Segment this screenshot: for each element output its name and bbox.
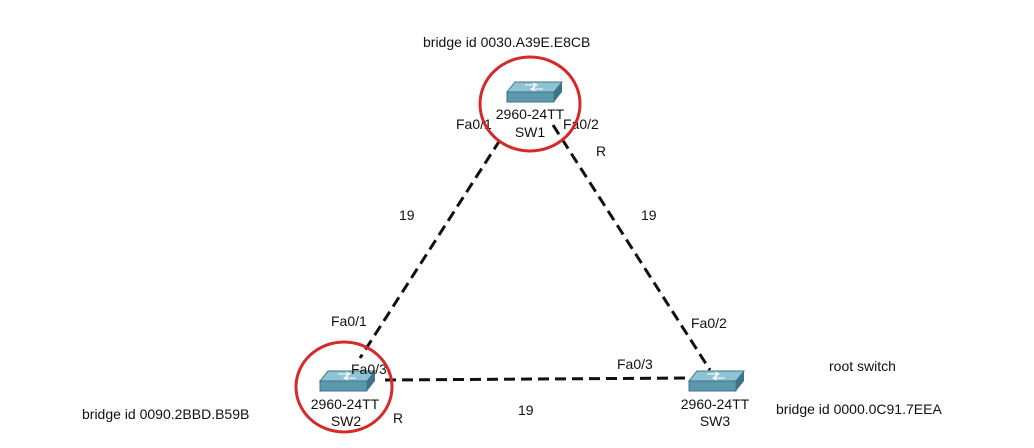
sw3-root-note: root switch <box>829 358 896 374</box>
link-sw1-sw3 <box>551 124 712 371</box>
sw3-model: 2960-24TT <box>680 396 750 412</box>
sw2-port-fa0-1: Fa0/1 <box>331 313 367 329</box>
root-port-marker: R <box>393 410 404 426</box>
sw2-port-fa0-3: Fa0/3 <box>351 361 387 377</box>
sw2-name: SW2 <box>330 413 362 429</box>
sw2-model: 2960-24TT <box>310 396 380 412</box>
sw1-port-fa0-1: Fa0/1 <box>456 116 492 132</box>
sw1-port-fa0-2: Fa0/2 <box>563 116 599 132</box>
link-sw1-sw2 <box>358 139 502 359</box>
sw2-bridge-id: bridge id 0090.2BBD.B59B <box>82 406 250 422</box>
link-cost-sw2-sw3: 19 <box>518 402 534 418</box>
sw1-model: 2960-24TT <box>486 106 574 122</box>
switch-icon[interactable] <box>687 370 746 392</box>
link-cost-sw1-sw2: 19 <box>399 207 415 223</box>
sw1-name: SW1 <box>514 124 546 140</box>
sw3-port-fa0-3: Fa0/3 <box>617 356 653 372</box>
link-sw2-sw3 <box>384 376 691 382</box>
switch-icon[interactable] <box>505 81 564 103</box>
sw3-port-fa0-2: Fa0/2 <box>691 315 727 331</box>
sw3-name: SW3 <box>699 413 731 429</box>
sw1-bridge-id: bridge id 0030.A39E.E8CB <box>423 34 591 50</box>
sw3-bridge-id: bridge id 0000.0C91.7EEA <box>776 401 942 417</box>
root-port-marker: R <box>596 143 607 159</box>
link-cost-sw1-sw3: 19 <box>641 207 657 223</box>
